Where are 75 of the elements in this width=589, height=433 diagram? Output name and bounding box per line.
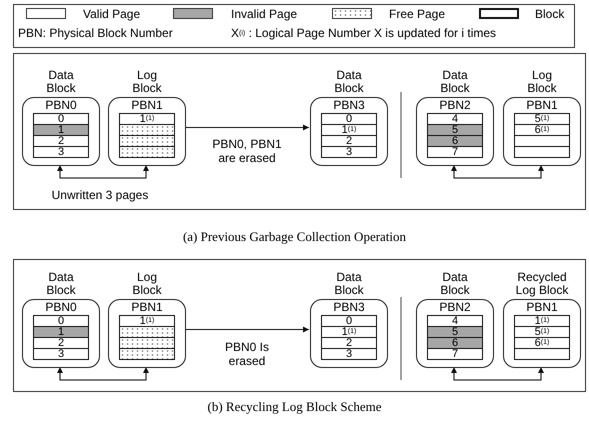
block-number: PBN0 (45, 301, 77, 314)
block-heading: Recycled Log Block (514, 271, 570, 297)
legend-label: Invalid Page (231, 7, 298, 21)
note-text: PBN: Physical Block Number (18, 26, 173, 40)
valid-page: 4 (427, 113, 483, 125)
invalid-page: 1 (33, 326, 89, 338)
block-number: PBN1 (131, 301, 163, 314)
block-heading: Data Block (439, 271, 471, 297)
valid-page (514, 146, 570, 158)
valid-page: 5$^{(1)}$ (514, 326, 570, 338)
valid-page: 0 (33, 315, 89, 327)
valid-page: 0 (321, 113, 377, 125)
valid-page: 1$^{(1)}$ (321, 124, 377, 136)
free-page (119, 337, 175, 349)
block-heading: Log Block (131, 271, 163, 297)
block-number: PBN1 (131, 99, 163, 112)
free-page (119, 124, 175, 136)
valid-page: 7 (427, 146, 483, 158)
block-heading: Data Block (333, 271, 365, 297)
valid-page: 3 (33, 348, 89, 360)
valid-page: 3 (321, 146, 377, 158)
valid-page: 0 (321, 315, 377, 327)
legend-label: Block (535, 7, 564, 21)
block-number: PBN0 (45, 99, 77, 112)
legend-label: Valid Page (83, 7, 140, 21)
valid-page: 2 (33, 135, 89, 147)
valid-page: 2 (33, 337, 89, 349)
valid-page: 1$^{(1)}$ (321, 326, 377, 338)
block-number: PBN3 (333, 301, 365, 314)
valid-page: 1$^{(1)}$ (119, 113, 175, 125)
free-page (119, 348, 175, 360)
double-arrow (451, 366, 544, 380)
panel-frame (13, 259, 586, 392)
block-heading: Data Block (45, 271, 77, 297)
valid-page: 3 (33, 146, 89, 158)
invalid-page: 5 (427, 124, 483, 136)
block-number: PBN3 (333, 99, 365, 112)
invalid-page: 1 (33, 124, 89, 136)
double-arrow (57, 164, 149, 178)
block-number: PBN1 (526, 301, 558, 314)
arrow (184, 124, 310, 130)
block-heading: Data Block (333, 69, 365, 95)
valid-page (514, 348, 570, 360)
invalid-page: 5 (427, 326, 483, 338)
free-page (119, 146, 175, 158)
valid-page: 1$^{(1)}$ (514, 315, 570, 327)
valid-page: 2 (321, 135, 377, 147)
note-text: X$^{(i)}$ : Logical Page Number X is updated for i times (231, 26, 496, 40)
block-number: PBN2 (439, 99, 471, 112)
panel-caption: (b) Recycling Log Block Scheme (207, 399, 382, 414)
block-number: PBN2 (439, 301, 471, 314)
arrow (184, 326, 310, 332)
valid-page: 5$^{(1)}$ (514, 113, 570, 125)
valid-page: 3 (321, 348, 377, 360)
valid-page: 0 (33, 113, 89, 125)
valid-page: 6$^{(1)}$ (514, 337, 570, 349)
block-heading: Log Block (526, 69, 558, 95)
double-arrow (57, 366, 149, 380)
valid-page (514, 135, 570, 147)
panel-caption: (a) Previous Garbage Collection Operation (182, 229, 406, 244)
legend-label: Free Page (389, 7, 446, 21)
valid-page: 1$^{(1)}$ (119, 315, 175, 327)
block-heading: Log Block (131, 69, 163, 95)
free-page (119, 326, 175, 338)
block-heading: Data Block (439, 69, 471, 95)
block-heading: Data Block (45, 69, 77, 95)
double-arrow (451, 164, 544, 178)
invalid-page: 6 (427, 337, 483, 349)
valid-page: 2 (321, 337, 377, 349)
valid-page: 7 (427, 348, 483, 360)
block-number: PBN1 (526, 99, 558, 112)
valid-page: 6$^{(1)}$ (514, 124, 570, 136)
valid-page: 4 (427, 315, 483, 327)
invalid-page: 6 (427, 135, 483, 147)
free-page (119, 135, 175, 147)
